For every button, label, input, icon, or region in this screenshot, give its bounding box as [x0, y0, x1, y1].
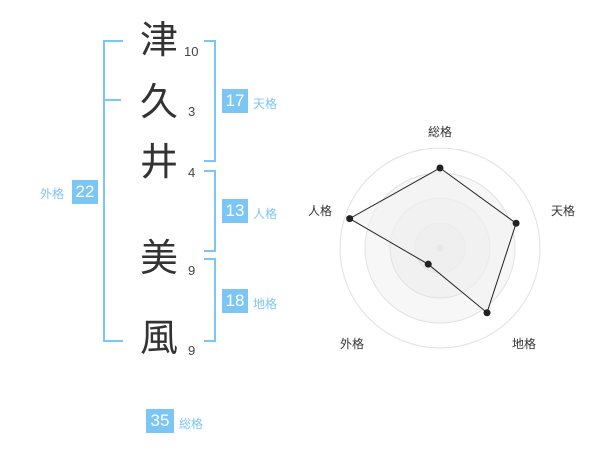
radar-axis-label-gaikaku: 外格 [340, 337, 365, 351]
stroke-count-5: 9 [188, 343, 196, 358]
chikaku-bracket [204, 258, 216, 342]
stroke-count-4: 9 [188, 263, 196, 278]
jinkaku-value: 13 [222, 199, 248, 223]
tenkaku-value: 17 [222, 89, 248, 113]
jinkaku-bracket [204, 170, 216, 252]
stroke-count-1: 10 [184, 44, 199, 59]
tenkaku-label: 天格 [253, 97, 278, 111]
radar-axis-label-jinkaku: 人格 [308, 204, 333, 218]
radar-axis-label-chikaku: 地格 [512, 337, 537, 351]
name-char-2: 久 [140, 80, 179, 124]
stroke-count-2: 3 [188, 104, 196, 119]
name-char-3: 井 [140, 140, 179, 184]
radar-axis-label-soukaku: 総格 [428, 125, 453, 139]
name-char-1: 津 [140, 18, 179, 62]
gaikaku-label: 外格 [40, 187, 65, 201]
gaikaku-bracket-tick [105, 99, 121, 101]
radar-point-5 [346, 215, 354, 223]
soukaku-label: 総格 [179, 417, 204, 431]
gaikaku-bracket [103, 40, 123, 342]
radar-point-3 [483, 309, 491, 317]
radar-point-1 [436, 164, 444, 172]
radar-axis-label-tenkaku: 天格 [551, 204, 576, 218]
jinkaku-label: 人格 [253, 207, 278, 221]
gaikaku-value: 22 [72, 180, 98, 204]
chikaku-label: 地格 [253, 297, 278, 311]
name-char-4: 美 [140, 236, 179, 280]
chikaku-value: 18 [222, 289, 248, 313]
name-char-5: 風 [140, 316, 179, 360]
radar-point-4 [424, 260, 432, 268]
tenkaku-bracket [204, 40, 216, 162]
radar-polygon [348, 167, 517, 314]
radar-point-2 [512, 219, 520, 227]
soukaku-value: 35 [146, 409, 174, 433]
stroke-count-3: 4 [188, 165, 196, 180]
